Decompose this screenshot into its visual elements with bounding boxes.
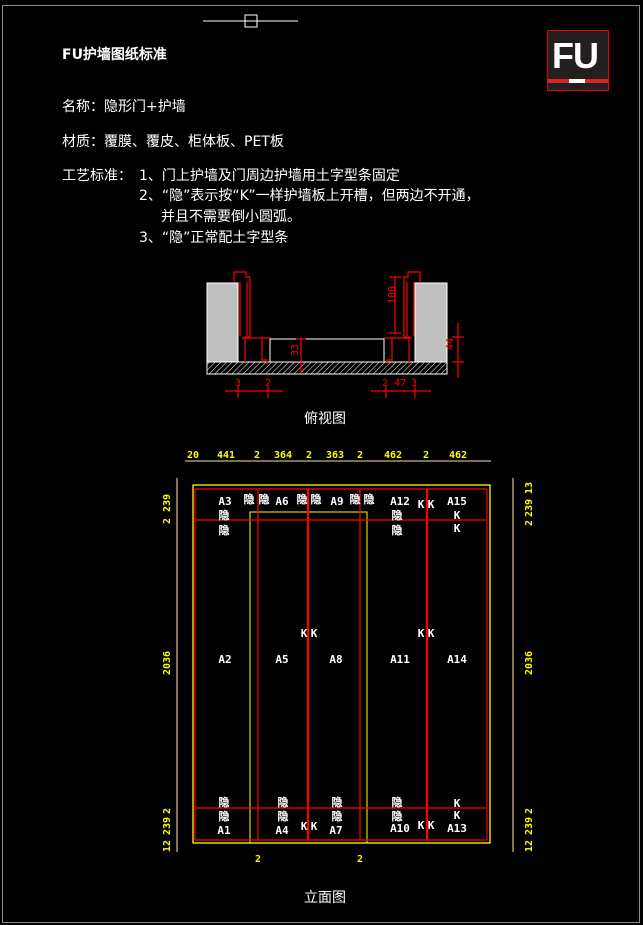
panel-label-a7: A7	[329, 824, 342, 837]
panel-label-a14: A14	[447, 653, 467, 666]
groove-mark-k: K	[301, 820, 308, 833]
left-dim-label: 239	[162, 494, 173, 512]
hidden-groove-mark: 隐	[392, 809, 403, 823]
panel-label-a6: A6	[275, 495, 289, 508]
top-dim-label: 2	[254, 450, 260, 461]
panel-label-a1: A1	[217, 824, 231, 837]
dim-b4: 47	[394, 378, 406, 389]
groove-mark-k: K	[428, 627, 435, 640]
groove-mark-k: K	[454, 797, 461, 810]
door-panel	[269, 338, 385, 363]
left-dim-label: 239	[162, 817, 173, 835]
dim-b3: 2	[382, 378, 388, 389]
hidden-groove-mark: 隐	[297, 492, 308, 506]
dim-height: 100	[387, 286, 398, 304]
top-dim-label: 2	[306, 450, 312, 461]
panel-label-a4: A4	[275, 824, 289, 837]
groove-mark-k: K	[418, 627, 425, 640]
right-dim-label: 2036	[524, 651, 535, 675]
left-dim-label: 2	[162, 808, 173, 814]
spec-name: 名称：隐形门+护墙	[62, 99, 186, 115]
hidden-groove-mark: 隐	[219, 523, 230, 537]
bottom-dim-label: 2	[255, 854, 261, 865]
groove-mark-k: K	[428, 498, 435, 511]
panel-label-a10: A10	[390, 822, 410, 835]
hidden-groove-mark: 隐	[392, 508, 403, 522]
top-dim-label: 363	[326, 450, 344, 461]
groove-mark-k: K	[454, 509, 461, 522]
panel-label-a12: A12	[390, 495, 410, 508]
dim-side: 44	[445, 338, 456, 350]
hidden-groove-mark: 隐	[244, 492, 255, 506]
groove-mark-k: K	[301, 627, 308, 640]
groove-mark-k: K	[311, 820, 318, 833]
plan-view-caption: 俯视图	[304, 411, 346, 427]
plan-view-drawing: 100 33 44 3 2 2 47 3	[206, 271, 464, 398]
hidden-groove-mark: 隐	[278, 809, 289, 823]
spec-step-2b: 并且不需要倒小圆弧。	[161, 209, 301, 225]
spec-step-1: 1、门上护墙及门周边护墙用土字型条固定	[139, 168, 400, 184]
groove-mark-k: K	[418, 819, 425, 832]
panel-label-a13: A13	[447, 822, 467, 835]
panel-label-a9: A9	[330, 495, 343, 508]
hidden-groove-mark: 隐	[278, 795, 289, 809]
hidden-groove-mark: 隐	[259, 492, 270, 506]
groove-mark-k: K	[454, 809, 461, 822]
bottom-dim-label: 2	[357, 854, 363, 865]
hidden-groove-mark: 隐	[311, 492, 322, 506]
right-dim-label: 13	[524, 482, 535, 494]
spec-material: 材质：覆膜、覆皮、柜体板、PET板	[62, 134, 284, 150]
right-dim-label: 12	[524, 840, 535, 852]
panel-label-a15: A15	[447, 495, 467, 508]
dim-b2: 2	[265, 378, 271, 389]
hidden-groove-mark: 隐	[392, 523, 403, 537]
top-dim-label: 2	[357, 450, 363, 461]
panel-label-a11: A11	[390, 653, 410, 666]
drawing-frame	[2, 5, 640, 923]
trim-profiles	[225, 271, 464, 398]
dim-b1: 3	[235, 378, 241, 389]
hidden-groove-mark: 隐	[364, 492, 375, 506]
right-dim-label: 239	[524, 817, 535, 835]
panel-label-a5: A5	[275, 653, 288, 666]
panel-label-a2: A2	[218, 653, 231, 666]
hidden-groove-mark: 隐	[392, 795, 403, 809]
hidden-groove-mark: 隐	[219, 508, 230, 522]
left-dim-label: 12	[162, 840, 173, 852]
fu-logo: FU	[547, 30, 609, 91]
spec-step-3: 3、“隐”正常配土字型条	[139, 230, 289, 246]
panel-label-a3: A3	[218, 495, 231, 508]
cursor-crosshair-icon	[203, 14, 298, 28]
top-dim-label: 2	[423, 450, 429, 461]
top-dim-label: 462	[384, 450, 402, 461]
spec-process-label: 工艺标准：	[62, 168, 132, 184]
dim-depth: 33	[290, 344, 301, 356]
page-title: FU护墙图纸标准	[62, 47, 167, 63]
left-dim-label: 2	[162, 518, 173, 524]
hidden-groove-mark: 隐	[332, 795, 343, 809]
hidden-groove-mark: 隐	[219, 809, 230, 823]
hidden-groove-mark: 隐	[219, 795, 230, 809]
elevation-caption: 立面图	[304, 890, 346, 906]
top-dim-label: 441	[217, 450, 235, 461]
groove-mark-k: K	[428, 819, 435, 832]
groove-mark-k: K	[418, 498, 425, 511]
right-dim-label: 239	[524, 499, 535, 517]
groove-mark-k: K	[311, 627, 318, 640]
right-dim-label: 2	[524, 808, 535, 814]
top-dim-label: 364	[274, 450, 292, 461]
dim-b5: 3	[411, 378, 417, 389]
spec-step-2: 2、“隐”表示按“K”一样护墙板上开槽，但两边不开通，	[139, 188, 480, 204]
hidden-groove-mark: 隐	[350, 492, 361, 506]
hidden-groove-mark: 隐	[332, 809, 343, 823]
top-dim-label: 462	[449, 450, 467, 461]
panel-label-a8: A8	[329, 653, 342, 666]
right-dim-label: 2	[524, 520, 535, 526]
groove-mark-k: K	[454, 522, 461, 535]
left-dim-label: 2036	[162, 651, 173, 675]
left-wall	[206, 282, 239, 363]
top-dim-label: 20	[187, 450, 199, 461]
